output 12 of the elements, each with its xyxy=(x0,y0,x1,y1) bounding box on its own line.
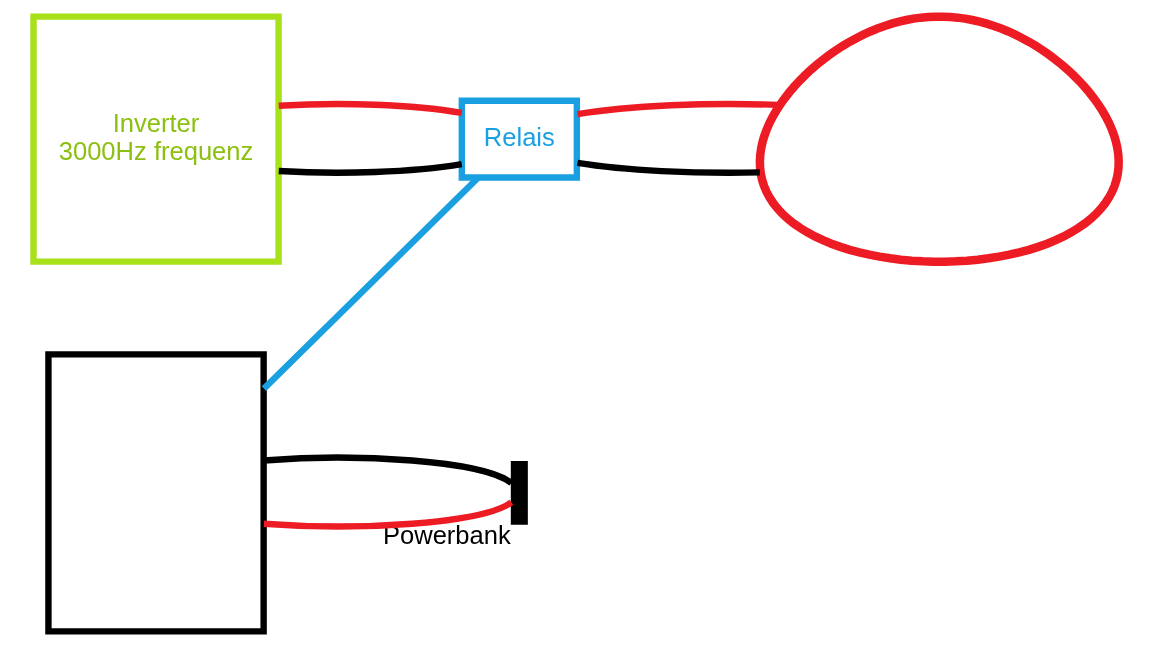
connector xyxy=(278,161,463,176)
connector xyxy=(263,454,514,486)
node-box: Relais xyxy=(458,97,581,181)
node-box xyxy=(45,351,267,635)
connector xyxy=(263,499,513,530)
node-picture xyxy=(755,12,1123,266)
connector xyxy=(577,100,780,118)
connector xyxy=(278,100,463,117)
node-label: Powerbank xyxy=(382,521,511,550)
node-battery xyxy=(510,460,528,525)
connector xyxy=(577,159,760,176)
node-box: Inverter 3000Hz frequenz xyxy=(30,13,282,265)
